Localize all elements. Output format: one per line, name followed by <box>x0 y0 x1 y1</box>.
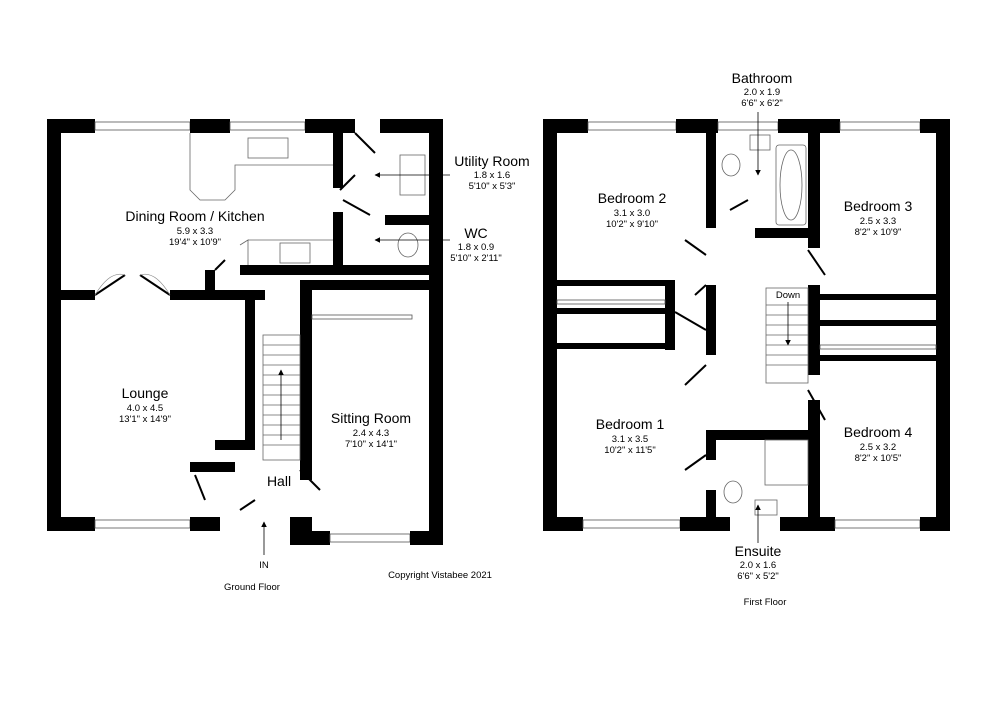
ground-floor-caption: Ground Floor <box>224 582 280 593</box>
room-metric: 2.4 x 4.3 <box>353 428 389 439</box>
entry-label: IN <box>259 560 269 571</box>
room-imperial: 6'6" x 6'2" <box>741 98 783 109</box>
room-metric: 2.0 x 1.9 <box>744 87 780 98</box>
room-imperial: 13'1" x 14'9" <box>119 414 171 425</box>
room-name-bedroom-4: Bedroom 4 <box>844 424 913 440</box>
room-name-bathroom: Bathroom <box>732 70 793 86</box>
room-name-lounge: Lounge <box>122 385 169 401</box>
room-imperial: 5'10" x 2'11" <box>450 253 501 264</box>
room-imperial: 5'10" x 5'3" <box>469 181 516 192</box>
first-floor-caption: First Floor <box>744 597 787 608</box>
ground-floor-plan: Dining Room / Kitchen 5.9 x 3.3 19'4" x … <box>47 119 530 593</box>
room-name-wc: WC <box>464 225 487 241</box>
room-name-sitting: Sitting Room <box>331 410 411 426</box>
room-imperial: 19'4" x 10'9" <box>169 237 221 248</box>
room-imperial: 10'2" x 11'5" <box>604 445 655 456</box>
room-metric: 4.0 x 4.5 <box>127 403 163 414</box>
first-floor-plan: Down Bathroom 2.0 x 1.9 6'6" x 6'2" Bedr… <box>543 70 950 608</box>
room-imperial: 7'10" x 14'1" <box>345 439 397 450</box>
room-metric: 2.5 x 3.3 <box>860 216 896 227</box>
room-imperial: 10'2" x 9'10" <box>606 219 658 230</box>
room-metric: 1.8 x 1.6 <box>474 170 510 181</box>
room-name-bedroom-3: Bedroom 3 <box>844 198 913 214</box>
copyright: Copyright Vistabee 2021 <box>388 570 492 581</box>
room-metric: 2.0 x 1.6 <box>740 560 776 571</box>
room-imperial: 8'2" x 10'9" <box>855 227 902 238</box>
room-metric: 2.5 x 3.2 <box>860 442 896 453</box>
room-name-dining-kitchen: Dining Room / Kitchen <box>125 208 264 224</box>
room-name-hall: Hall <box>267 473 291 489</box>
room-imperial: 6'6" x 5'2" <box>737 571 779 582</box>
room-metric: 5.9 x 3.3 <box>177 226 213 237</box>
room-name-bedroom-2: Bedroom 2 <box>598 190 667 206</box>
stairs-down-label: Down <box>776 290 800 301</box>
room-imperial: 8'2" x 10'5" <box>855 453 902 464</box>
stairs-ground <box>262 334 301 461</box>
room-metric: 1.8 x 0.9 <box>458 242 494 253</box>
room-metric: 3.1 x 3.0 <box>614 208 650 219</box>
room-name-bedroom-1: Bedroom 1 <box>596 416 665 432</box>
room-metric: 3.1 x 3.5 <box>612 434 648 445</box>
stairs-first <box>765 287 809 384</box>
room-name-utility: Utility Room <box>454 153 529 169</box>
room-name-ensuite: Ensuite <box>735 543 782 559</box>
